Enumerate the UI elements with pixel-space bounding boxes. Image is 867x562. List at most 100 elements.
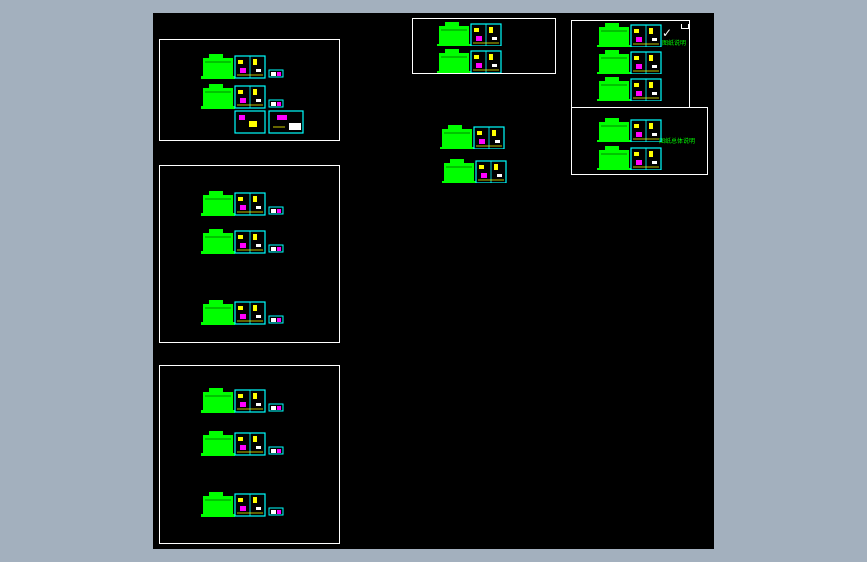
machine-base xyxy=(201,514,235,517)
accessory-outline xyxy=(268,99,284,108)
panel-detail-d xyxy=(652,133,657,136)
equipment-view-l3c[interactable] xyxy=(201,490,291,520)
panel-detail-b xyxy=(489,27,493,33)
panel-detail-a xyxy=(238,197,243,201)
machine-base xyxy=(597,72,631,74)
equipment-view-m2[interactable] xyxy=(442,157,512,183)
equipment-view-l2c[interactable] xyxy=(201,298,291,328)
accessory-detail-a xyxy=(271,209,276,213)
panel-detail-d xyxy=(652,92,657,95)
equipment-view-l3b[interactable] xyxy=(201,429,291,459)
equipment-view-r1c[interactable] xyxy=(597,75,667,101)
accessory-outline xyxy=(268,244,284,253)
machine-top xyxy=(209,431,223,436)
panel-detail-b xyxy=(253,305,257,311)
panel-detail-a xyxy=(634,152,639,156)
equipment-view-r2b[interactable] xyxy=(597,144,667,170)
machine-base xyxy=(437,71,471,73)
machine-base xyxy=(201,322,235,325)
panel-detail-d xyxy=(256,507,261,510)
accessory-detail-a xyxy=(271,102,276,106)
accessory-outline xyxy=(268,403,284,412)
drawing-canvas[interactable]: ✓ 图纸说明 图纸总体说明 xyxy=(153,13,714,549)
equipment-view-t1a[interactable] xyxy=(437,20,507,46)
equipment-view-l2a[interactable] xyxy=(201,189,291,219)
accessory-detail-a xyxy=(271,510,276,514)
check-mark-annotation: ✓ xyxy=(662,26,673,40)
sheet-frame-left-2[interactable] xyxy=(159,165,340,343)
panel-detail-d xyxy=(492,37,497,40)
panel-detail-d xyxy=(492,64,497,67)
machine-top xyxy=(605,50,619,55)
machine-body xyxy=(203,496,233,516)
accessory-detail-b xyxy=(277,102,281,106)
panel-detail-c xyxy=(476,36,482,41)
panel-detail-d xyxy=(256,446,261,449)
machine-body xyxy=(599,54,629,74)
machine-top xyxy=(605,23,619,28)
machine-body xyxy=(599,122,629,142)
panel-detail-c xyxy=(636,160,642,165)
equipment-view-l1b[interactable] xyxy=(201,82,291,112)
machine-body xyxy=(203,233,233,253)
equipment-view-l1a[interactable] xyxy=(201,52,291,82)
panel-detail-b xyxy=(649,123,653,129)
panel-detail-b xyxy=(253,436,257,442)
panel-detail-d xyxy=(256,206,261,209)
panel-detail-a xyxy=(238,90,243,94)
machine-base xyxy=(201,251,235,254)
panel-detail-c xyxy=(636,91,642,96)
equipment-view-r1a[interactable] xyxy=(597,21,667,47)
accessory-outline xyxy=(268,69,284,78)
machine-base xyxy=(597,140,631,142)
equipment-view-t1b[interactable] xyxy=(437,47,507,73)
sheet-frame-left-3[interactable] xyxy=(159,365,340,544)
panel-outline xyxy=(234,110,266,134)
equipment-view-m1[interactable] xyxy=(440,123,510,149)
machine-top xyxy=(209,54,223,59)
machine-body xyxy=(203,435,233,455)
equipment-view-l2b[interactable] xyxy=(201,227,291,257)
panel-detail-a xyxy=(634,56,639,60)
panel-detail-c xyxy=(636,37,642,42)
panel-detail-d xyxy=(652,38,657,41)
panel-detail-d xyxy=(256,244,261,247)
machine-top xyxy=(448,125,462,130)
machine-body xyxy=(203,392,233,412)
sheet-frame-left-1[interactable] xyxy=(159,39,340,141)
panel-detail-b xyxy=(253,497,257,503)
machine-base xyxy=(440,147,474,149)
panel-detail-view-l1c[interactable] xyxy=(233,109,307,135)
accessory-outline xyxy=(268,446,284,455)
machine-body xyxy=(203,195,233,215)
panel-detail-a xyxy=(238,394,243,398)
sheet-note-top-right: 图纸说明 xyxy=(662,40,687,47)
machine-top xyxy=(605,77,619,82)
equipment-view-r1b[interactable] xyxy=(597,48,667,74)
panel-detail-b xyxy=(253,234,257,240)
machine-body xyxy=(444,163,474,183)
panel-detail-b xyxy=(649,28,653,34)
accessory-detail-a xyxy=(271,247,276,251)
machine-top xyxy=(209,492,223,497)
accessory-detail-b xyxy=(277,449,281,453)
sheet-frame-top-middle[interactable] xyxy=(412,18,556,74)
panel-detail-b xyxy=(492,130,496,136)
machine-base xyxy=(201,76,235,79)
machine-top xyxy=(445,49,459,54)
panel-detail-a xyxy=(477,131,482,135)
machine-base xyxy=(201,453,235,456)
machine-base xyxy=(597,168,631,170)
machine-top xyxy=(445,22,459,27)
machine-top xyxy=(605,146,619,151)
panel-detail-d xyxy=(256,403,261,406)
accessory-detail-a xyxy=(271,72,276,76)
panel-detail-b xyxy=(253,393,257,399)
panel-detail-c xyxy=(240,243,246,248)
panel-detail-b xyxy=(649,55,653,61)
sheet-frame-right[interactable] xyxy=(571,107,708,175)
panel-detail-b xyxy=(253,59,257,65)
equipment-view-r2a[interactable] xyxy=(597,116,667,142)
equipment-view-l3a[interactable] xyxy=(201,386,291,416)
